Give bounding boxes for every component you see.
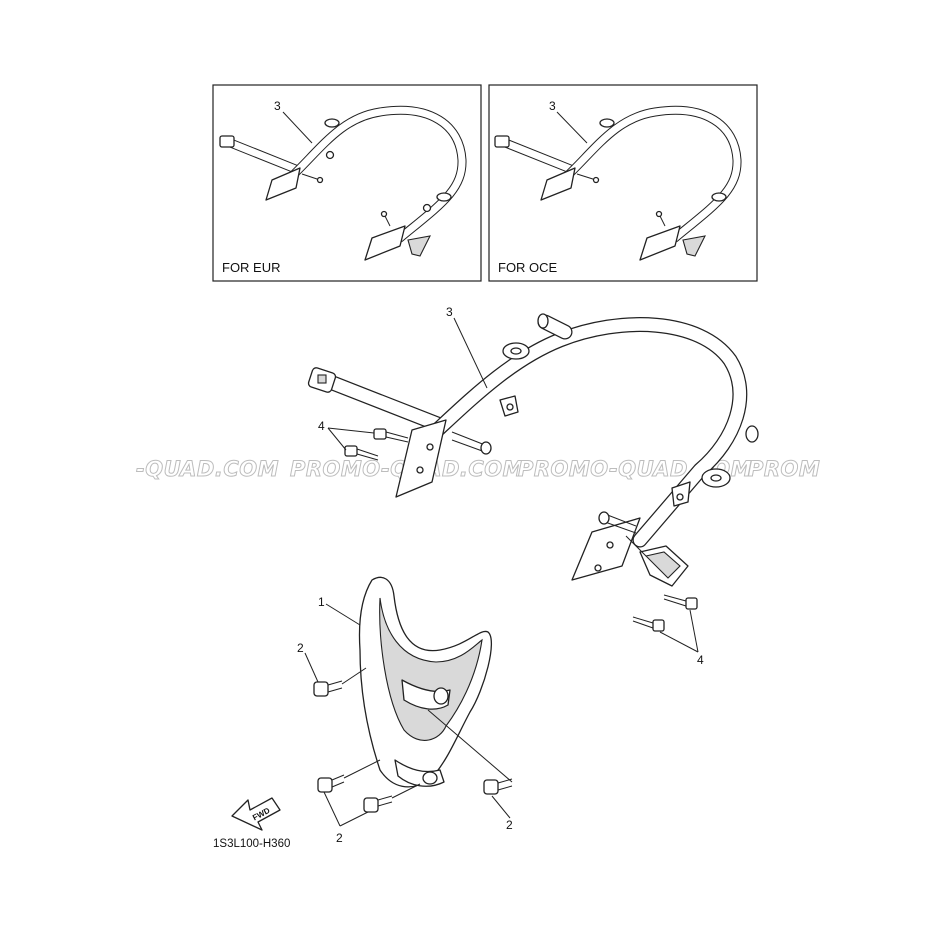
bolt-2-right (483, 778, 513, 795)
callout-2-lower-left: 2 (336, 831, 343, 845)
inset-frame (488, 84, 758, 282)
callout-2-upper: 2 (297, 641, 304, 655)
guard-part-1 (358, 576, 492, 788)
callout-1: 1 (318, 595, 325, 609)
inset-for-eur: 3 FOR EUR (212, 84, 482, 282)
callout-3: 3 (446, 305, 453, 319)
inset-label-oce: FOR OCE (498, 260, 558, 275)
inset-frame (212, 84, 482, 282)
bolt-2-upper (313, 680, 343, 697)
callout-4-upper: 4 (318, 419, 325, 433)
callout-2-right: 2 (506, 818, 513, 832)
bolt-4-upper-b (344, 445, 379, 461)
watermark-left: -QUAD.COM (136, 457, 279, 481)
diagram-code: 1S3L100-H360 (213, 838, 290, 850)
bolt-4-lower-a (663, 594, 698, 610)
frame-part-3 (307, 313, 759, 587)
bolt-4-upper-a (373, 428, 409, 443)
bolt-2-lower-a (317, 774, 345, 793)
callout-4-lower: 4 (697, 653, 704, 667)
inset-eur-callout-3: 3 (274, 99, 281, 113)
inset-for-oce: 3 FOR OCE (488, 84, 758, 282)
frame-sketch-oce (494, 105, 742, 261)
watermark-edge: PROM (748, 457, 820, 481)
bolt-2-lower-b (363, 795, 393, 813)
fwd-arrow-icon: FWD (231, 797, 281, 831)
inset-oce-callout-3: 3 (549, 99, 556, 113)
bolt-4-lower-b (632, 616, 665, 632)
inset-label-eur: FOR EUR (222, 260, 281, 275)
frame-sketch-eur (219, 105, 467, 261)
